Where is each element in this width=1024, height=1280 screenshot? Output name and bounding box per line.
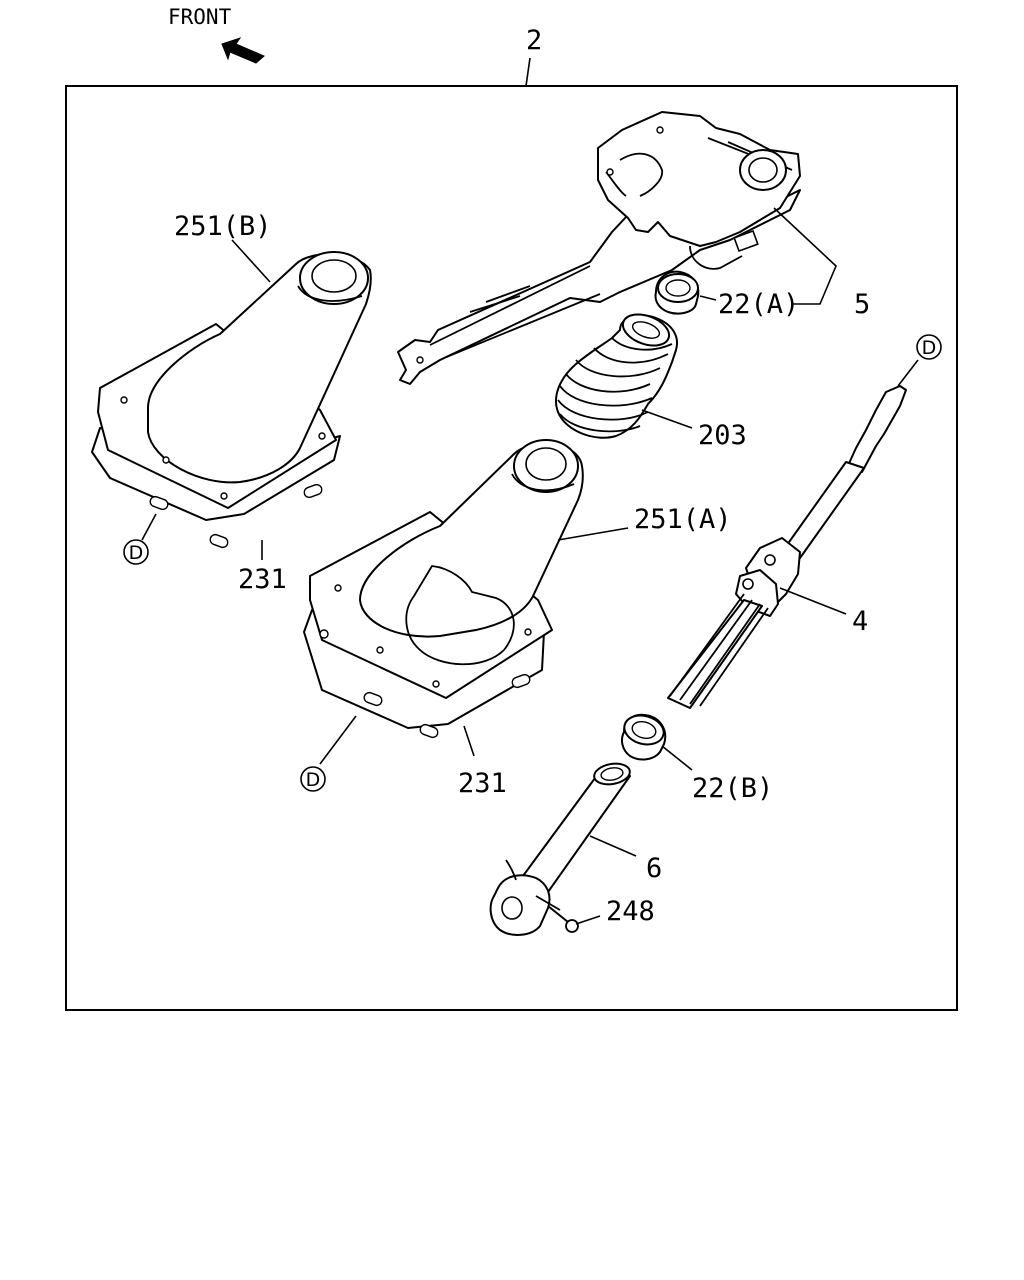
svg-text:D: D [922,337,937,359]
leader-203 [641,409,693,429]
callout-22b: 22(B) [692,773,773,804]
leader-6 [589,835,637,857]
leader-4 [779,587,847,615]
shaft-part-4 [667,385,907,709]
bushing-part-22a [654,270,700,315]
callout-5: 5 [854,289,870,320]
bolt-part-248 [547,905,579,933]
leader-248 [575,915,601,925]
leader-22b [661,745,693,771]
shift-boot-part-251a [303,439,584,739]
callout-6: 6 [646,853,662,884]
callout-251b: 251(B) [174,211,272,242]
ref-mark-d-right: D [300,766,326,792]
leader-d-shaft [897,359,919,387]
callout-231-left: 231 [238,564,287,595]
front-arrow-icon [221,37,265,64]
ref-mark-d-left: D [123,539,149,565]
leader-d-right [319,715,357,765]
callout-4: 4 [852,606,868,637]
leader-251a [557,527,629,541]
bracket-part-5 [397,111,801,385]
shift-boot-part-251b [91,251,372,549]
leader-d-left [141,513,157,541]
leader-251b [231,239,271,283]
leader-231-right [463,725,475,757]
assembly-number: 2 [526,25,542,56]
leader-5 [773,207,837,305]
callout-22a: 22(A) [718,289,799,320]
callout-248: 248 [606,896,655,927]
svg-text:D: D [129,542,144,564]
front-label: FRONT [168,5,232,29]
tube-part-6 [489,762,631,936]
svg-text:D: D [306,769,321,791]
callout-203: 203 [698,420,747,451]
leader-22a [699,295,717,301]
assembly-frame [65,85,958,1011]
callout-251a: 251(A) [634,504,732,535]
bushing-part-22b [621,713,667,761]
callout-231-right: 231 [458,768,507,799]
assembly-leader [525,57,531,87]
ref-mark-d-shaft: D [916,334,942,360]
bellows-boot-part-203 [555,313,678,439]
